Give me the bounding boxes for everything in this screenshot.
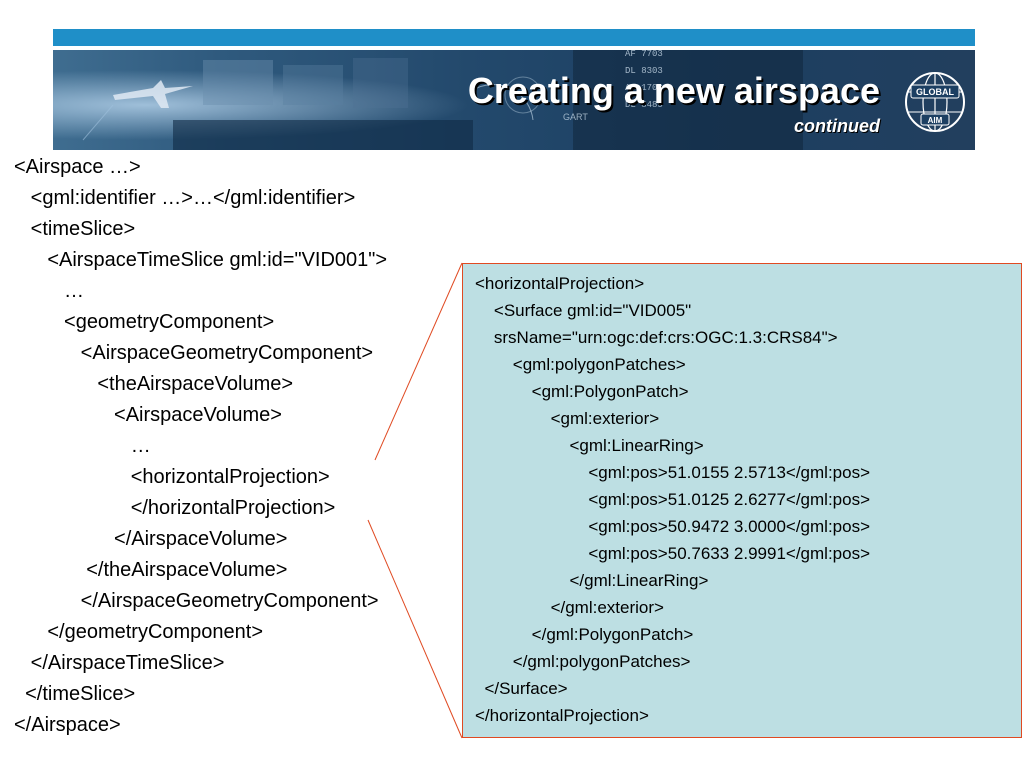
xml-line: </theAirspaceVolume> [14, 559, 288, 581]
callout-line: <gml:pos>50.7633 2.9991</gml:pos> [475, 544, 871, 563]
board-line: DL 8485 [625, 100, 663, 110]
callout-line: <gml:pos>51.0155 2.5713</gml:pos> [475, 463, 871, 482]
callout-line: <Surface gml:id="VID005" [475, 301, 692, 320]
board-line: DL 8303 [625, 66, 663, 76]
callout-line: <gml:PolygonPatch> [475, 382, 689, 401]
xml-line: </timeSlice> [14, 683, 136, 705]
xml-line: <geometryComponent> [14, 311, 275, 333]
callout-line: </Surface> [475, 679, 568, 698]
slide-subtitle: continued [794, 116, 880, 136]
callout-line: <gml:polygonPatches> [475, 355, 686, 374]
slide-title: Creating a new airspace [467, 70, 880, 111]
callout-line: </gml:PolygonPatch> [475, 625, 694, 644]
callout-line: srsName="urn:ogc:def:crs:OGC:1.3:CRS84"> [475, 328, 838, 347]
callout-line: </horizontalProjection> [475, 706, 649, 725]
callout-line: </gml:LinearRing> [475, 571, 709, 590]
header-top-bar [53, 29, 975, 46]
logo-text-aim: AIM [928, 116, 943, 125]
callout-line: <gml:LinearRing> [475, 436, 704, 455]
xml-line: <AirspaceVolume> [14, 404, 282, 426]
xml-line: <timeSlice> [14, 218, 136, 240]
xml-line: </geometryComponent> [14, 621, 264, 643]
airport-photo-background [53, 50, 975, 150]
board-word: GART [563, 112, 588, 122]
callout-line: <gml:exterior> [475, 409, 660, 428]
board-line: AF 1709 [625, 83, 663, 93]
callout-line: <gml:pos>50.9472 3.0000</gml:pos> [475, 517, 871, 536]
header-banner: AF 7703 DL 8303 AF 1709 DL 8485 GART Cre… [53, 50, 975, 150]
xml-line: </AirspaceVolume> [14, 528, 288, 550]
xml-line: <gml:identifier …>…</gml:identifier> [14, 187, 356, 209]
flight-board-text: AF 7703 DL 8303 AF 1709 DL 8485 [625, 50, 745, 150]
callout-line: <horizontalProjection> [475, 274, 645, 293]
xml-line: <theAirspaceVolume> [14, 373, 294, 395]
xml-code-block: <Airspace …> <gml:identifier …>…</gml:id… [14, 155, 484, 745]
board-line: AF 7703 [625, 50, 663, 59]
callout-line: </gml:polygonPatches> [475, 652, 691, 671]
airplane-icon [113, 80, 193, 108]
global-aim-logo-icon: GLOBAL AIM [903, 70, 967, 134]
xml-line: <horizontalProjection> [14, 466, 330, 488]
xml-line: </AirspaceTimeSlice> [14, 652, 225, 674]
xml-line: </horizontalProjection> [14, 497, 336, 519]
callout-line: <gml:pos>51.0125 2.6277</gml:pos> [475, 490, 871, 509]
xml-line: <Airspace …> [14, 156, 141, 178]
xml-line: </Airspace> [14, 714, 121, 736]
horizontal-projection-callout: <horizontalProjection> <Surface gml:id="… [462, 263, 1022, 738]
xml-line: <AirspaceTimeSlice gml:id="VID001"> [14, 249, 388, 271]
xml-line: … [14, 435, 151, 457]
logo-text-global: GLOBAL [916, 87, 954, 97]
callout-line: </gml:exterior> [475, 598, 664, 617]
xml-line: </AirspaceGeometryComponent> [14, 590, 379, 612]
xml-line: <AirspaceGeometryComponent> [14, 342, 374, 364]
xml-line: … [14, 280, 85, 302]
